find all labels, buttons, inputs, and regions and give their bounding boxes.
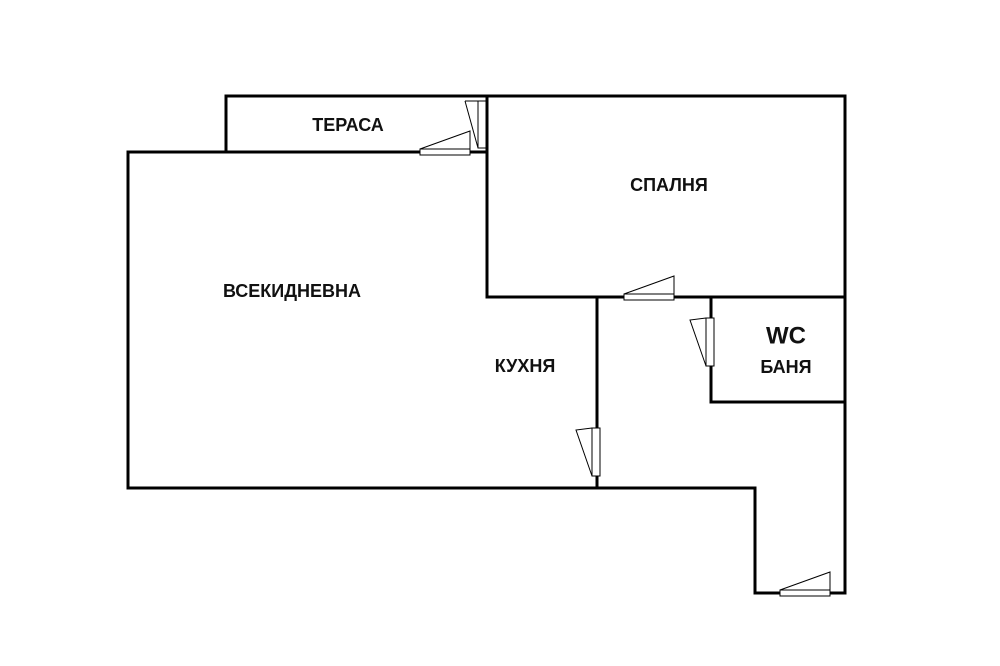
terrace-wall [224,94,489,154]
bathroom-wall [709,295,847,404]
door-icon [464,100,487,149]
bedroom-outer-wall [485,94,847,299]
door-icon [689,317,715,367]
bedroom-living-wall [485,94,847,299]
wc-label: WC [766,322,806,349]
doors [419,100,831,597]
living-outer-wall [126,150,847,595]
terrace-label: ТЕРАСА [312,115,384,135]
living-room-label: ВСЕКИДНЕВНА [223,281,361,301]
walls [126,94,847,595]
door-icon [419,130,471,156]
bathroom-label: БАНЯ [760,357,811,377]
kitchen-label: КУХНЯ [495,356,556,376]
door-icon [575,427,601,477]
door-icon [623,275,675,301]
room-labels: ТЕРАСА СПАЛНЯ ВСЕКИДНЕВНА КУХНЯ WC БАНЯ [223,115,812,377]
door-icon [779,571,831,597]
bedroom-label: СПАЛНЯ [630,175,708,195]
